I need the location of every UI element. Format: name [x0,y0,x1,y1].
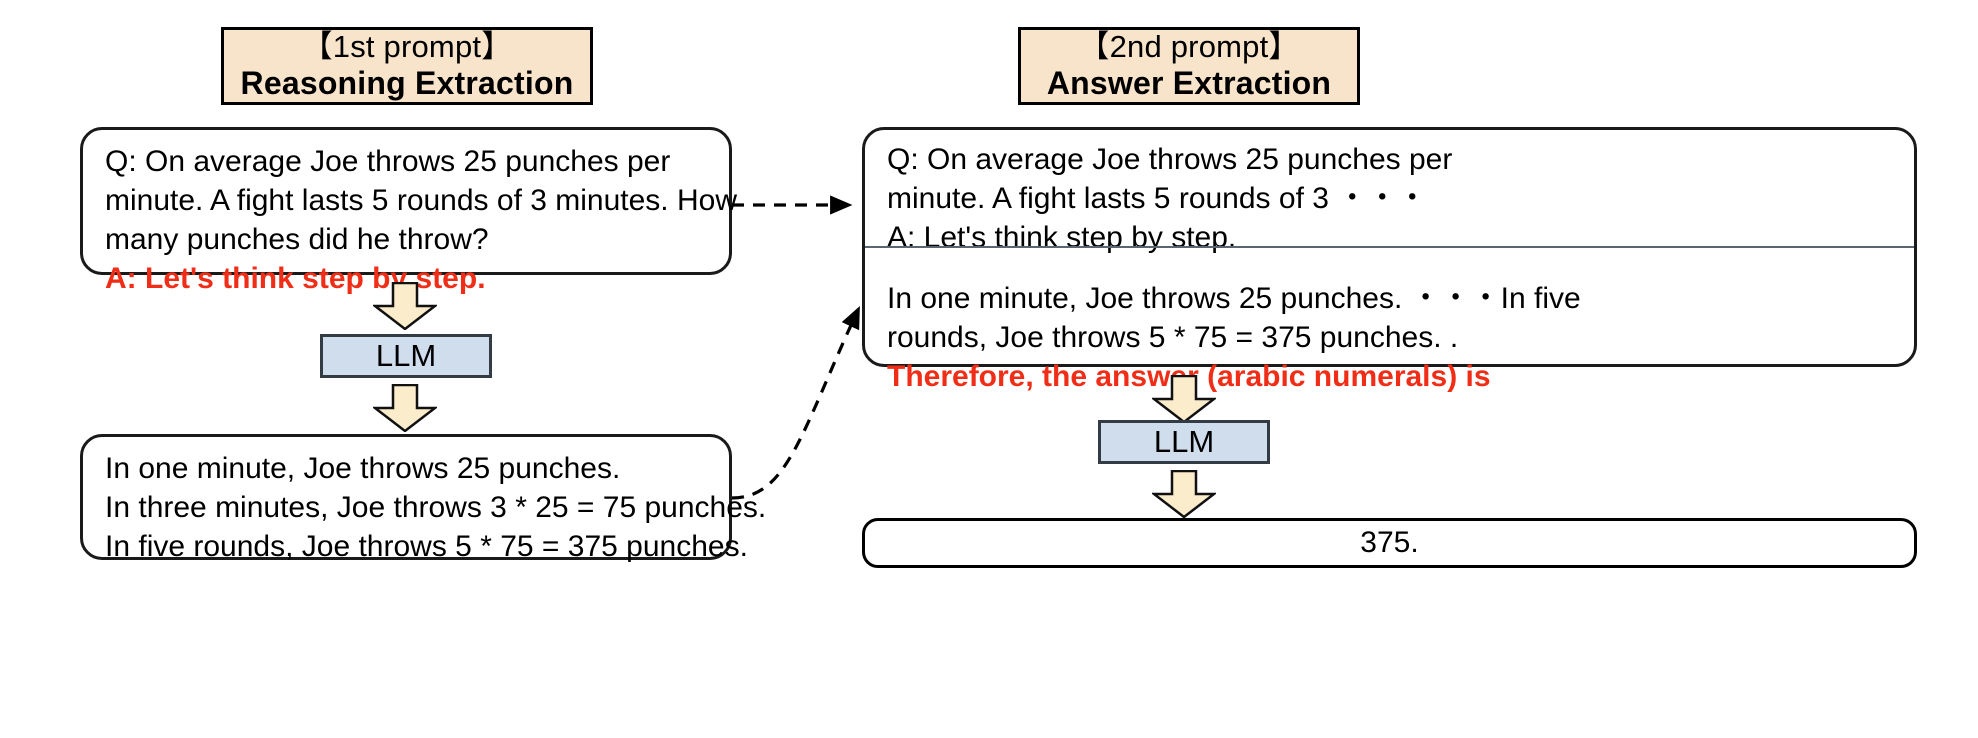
left-llm-box: LLM [320,334,492,378]
right-input-upper-line-2: minute. A fight lasts 5 rounds of 3 ・・・ [887,182,1428,215]
left-output-line-2: In three minutes, Joe throws 3 * 25 = 75… [105,491,767,524]
left-output-line-1: In one minute, Joe throws 25 punches. [105,452,621,485]
left-input-to-llm-arrow [373,282,437,330]
question-to-second-prompt-connector [730,175,870,235]
first-prompt-title: Reasoning Extraction [240,65,574,102]
left-input-line-2: minute. A fight lasts 5 rounds of 3 minu… [105,184,737,217]
final-answer-box: 375. [862,518,1917,568]
right-llm-box: LLM [1098,420,1270,464]
right-input-lower-line-1: In one minute, Joe throws 25 punches. ・・… [887,282,1581,315]
right-input-lower-line-2: rounds, Joe throws 5 * 75 = 375 punches.… [887,321,1459,354]
second-prompt-header: 【2nd prompt】 Answer Extraction [1018,27,1360,105]
first-prompt-header: 【1st prompt】 Reasoning Extraction [221,27,593,105]
left-input-line-3: many punches did he throw? [105,223,489,256]
right-input-upper-line-3: A: Let's think step by step. [887,221,1237,254]
left-output-line-3: In five rounds, Joe throws 5 * 75 = 375 … [105,530,748,563]
right-input-panel: Q: On average Joe throws 25 punches per … [862,127,1917,393]
right-input-lower-section: In one minute, Joe throws 25 punches. ・・… [865,265,1914,404]
final-answer-text: 375. [1360,526,1419,559]
second-prompt-bracket-label: 【2nd prompt】 [1078,28,1300,64]
left-output-panel: In one minute, Joe throws 25 punches. In… [80,434,767,563]
right-input-panel-divider [865,246,1914,248]
left-llm-to-output-arrow [373,384,437,432]
right-input-upper-section: Q: On average Joe throws 25 punches per … [865,130,1914,265]
left-input-cot-trigger: A: Let's think step by step. [105,262,486,295]
second-prompt-title: Answer Extraction [1046,65,1332,102]
right-input-to-llm-arrow [1152,375,1216,423]
right-input-upper-line-1: Q: On average Joe throws 25 punches per [887,143,1453,176]
right-input-answer-trigger: Therefore, the answer (arabic numerals) … [887,360,1491,393]
left-llm-label: LLM [375,338,437,373]
reasoning-to-second-prompt-connector [726,240,876,510]
left-input-line-1: Q: On average Joe throws 25 punches per [105,145,671,178]
right-llm-label: LLM [1153,424,1215,459]
right-llm-to-answer-arrow [1152,470,1216,518]
first-prompt-bracket-label: 【1st prompt】 [301,28,513,64]
left-input-panel: Q: On average Joe throws 25 punches per … [80,127,737,295]
